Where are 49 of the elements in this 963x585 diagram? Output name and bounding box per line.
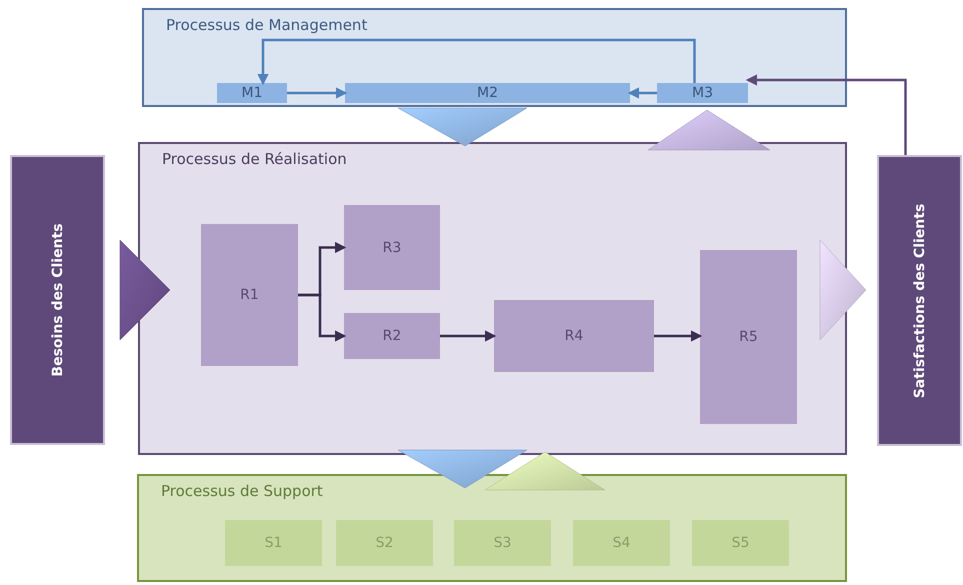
process-label: R5	[739, 329, 758, 345]
process-label: R4	[564, 328, 584, 344]
arrow	[628, 87, 657, 99]
process-label: R1	[240, 287, 259, 303]
process-box	[454, 520, 551, 566]
process-box	[573, 520, 670, 566]
panel-title: Processus de Support	[161, 482, 323, 500]
process-label: S5	[732, 535, 750, 551]
process-box	[345, 83, 630, 103]
process-panel	[142, 8, 847, 107]
process-label: R2	[382, 328, 402, 344]
client-label: Satisfactions des Clients	[912, 203, 928, 398]
panel-title: Processus de Réalisation	[162, 150, 347, 168]
client-bar	[10, 155, 105, 445]
arrow	[746, 74, 907, 155]
client-bar	[877, 155, 962, 446]
process-box	[692, 520, 789, 566]
process-label: S1	[264, 535, 282, 551]
chevron-arrow	[398, 450, 528, 488]
process-box	[344, 313, 440, 359]
arrow	[440, 330, 496, 342]
client-label: Besoins des Clients	[50, 223, 66, 377]
process-label: S3	[494, 535, 512, 551]
process-label: R3	[382, 240, 402, 256]
chevron-arrow	[484, 452, 606, 490]
panel-title: Processus de Management	[166, 16, 368, 34]
chevron-arrow	[120, 240, 170, 340]
process-label: S4	[612, 535, 630, 551]
process-box	[494, 300, 654, 372]
process-panel	[137, 474, 847, 582]
process-box	[217, 83, 287, 103]
arrow	[298, 294, 346, 342]
process-box	[657, 83, 748, 103]
process-box	[700, 250, 797, 424]
process-panel	[138, 142, 847, 455]
process-label: M3	[692, 85, 713, 101]
chevron-arrow	[648, 110, 770, 150]
arrow	[287, 87, 348, 99]
process-box	[201, 224, 298, 366]
chevron-arrow	[820, 240, 866, 340]
process-box	[344, 205, 440, 290]
process-box	[225, 520, 322, 566]
process-box	[336, 520, 433, 566]
arrow	[257, 38, 696, 86]
process-label: M2	[477, 85, 498, 101]
arrow	[654, 330, 702, 342]
process-label: S2	[376, 535, 394, 551]
process-label: M1	[242, 85, 262, 101]
chevron-arrow	[398, 108, 528, 146]
